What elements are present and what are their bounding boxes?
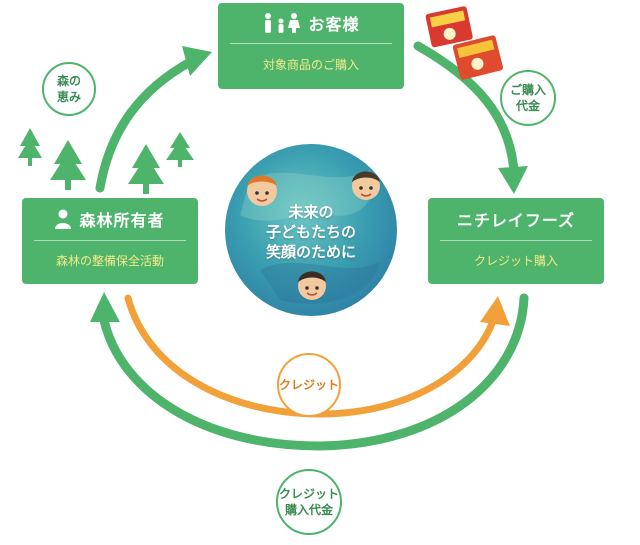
credit-bubble: クレジット — [277, 353, 341, 417]
center-line: 子どもたちの — [265, 223, 356, 241]
forest-blessing-bubble: 森の 恵み — [42, 62, 96, 116]
divider — [440, 240, 592, 241]
credit-payment-bubble: クレジット 購入代金 — [276, 469, 342, 535]
bubble-line: 購入代金 — [284, 503, 333, 517]
child-face-icon — [298, 271, 326, 300]
forest-owner-subtitle: 森林の整備保全活動 — [55, 254, 164, 268]
arrow-nichirei-to-owner — [90, 292, 529, 451]
person-icon — [55, 209, 72, 229]
product-package-icon — [425, 6, 473, 48]
center-line: 笑顔のために — [265, 243, 356, 261]
nichirei-foods-box: ニチレイフーズ クレジット購入 — [428, 198, 604, 284]
bubble-line: ご購入 — [509, 83, 546, 97]
nichirei-foods-subtitle: クレジット購入 — [473, 254, 558, 268]
customer-title: お客様 — [308, 15, 360, 34]
divider — [230, 43, 392, 44]
center-line: 未来の — [288, 203, 334, 221]
customer-box: お客様 対象商品のご購入 — [218, 3, 404, 89]
child-face-icon — [352, 171, 380, 200]
forest-owner-title: 森林所有者 — [79, 211, 165, 230]
center-message: 未来の 子どもたちの 笑顔のために — [226, 147, 396, 317]
arrow-customer-to-nichirei — [413, 41, 528, 194]
bubble-line: 森の — [56, 74, 81, 88]
customer-subtitle: 対象商品のご購入 — [262, 58, 359, 72]
tree-icon — [50, 140, 86, 190]
bubble-line: クレジット — [278, 487, 339, 501]
bubble-line: 恵み — [56, 90, 81, 104]
product-package-icon — [452, 35, 504, 80]
tree-icon — [166, 132, 194, 167]
child-face-icon — [247, 175, 277, 206]
nichirei-foods-title: ニチレイフーズ — [456, 211, 576, 230]
bubble-line: クレジット — [279, 378, 340, 392]
arrow-owner-to-customer — [95, 46, 212, 193]
forest-owner-box: 森林所有者 森林の整備保全活動 — [22, 198, 198, 284]
tree-icon — [18, 128, 42, 166]
divider — [34, 240, 186, 241]
purchase-payment-bubble: ご購入 代金 — [500, 70, 556, 126]
bubble-line: 代金 — [515, 99, 540, 113]
tree-icon — [128, 144, 164, 194]
family-icon — [265, 13, 301, 33]
